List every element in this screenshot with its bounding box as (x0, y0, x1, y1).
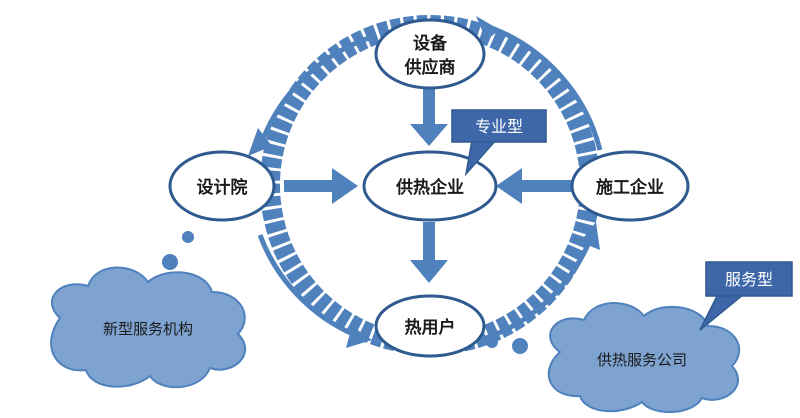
callout-label-professional: 专业型 (475, 117, 523, 136)
ring-arrow-bottom-left (257, 234, 356, 338)
node-label-heating-enterprise: 供热企业 (395, 177, 464, 198)
node-label-supplier-line1: 设备 (413, 33, 448, 54)
node-heat-user: 热用户 (374, 294, 486, 358)
cloud-label-heating-service-company: 供热服务公司 (597, 351, 687, 369)
bubble-dot (486, 336, 498, 348)
bubble-dot (162, 254, 178, 270)
node-equipment-supplier: 设备 供应商 (374, 18, 486, 90)
arrow-designer-to-heating (284, 180, 334, 192)
arrow-construction-to-heating (520, 180, 576, 192)
arrowhead-construction-to-heating (496, 168, 522, 204)
node-label-construction: 施工企业 (596, 177, 664, 198)
arrowhead-supplier-to-heating (410, 124, 448, 146)
node-label-supplier-line2: 供应商 (404, 57, 456, 78)
ring-arrowhead-top-left (248, 128, 272, 156)
ring-arrowhead-top-right (476, 16, 500, 40)
ring-arrowhead-bottom-right (580, 222, 600, 250)
node-construction-enterprise: 施工企业 (570, 150, 690, 222)
arrow-supplier-to-heating (423, 88, 435, 126)
node-heating-enterprise: 供热企业 (362, 150, 498, 222)
callout-professional-type: 专业型 (451, 109, 547, 177)
callout-label-service: 服务型 (725, 270, 773, 289)
node-label-designer: 设计院 (197, 177, 248, 198)
bubble-dot (512, 338, 528, 354)
ring-arrow-top-left (259, 33, 376, 143)
node-design-institute: 设计院 (168, 150, 276, 222)
cloud-new-service-org: 新型服务机构 (50, 266, 246, 389)
arrow-heating-to-user (423, 222, 435, 262)
ring-arrow-top-right (479, 21, 603, 151)
arrowhead-heating-to-user (410, 260, 448, 283)
bubble-dot (182, 231, 194, 243)
callout-service-type: 服务型 (699, 261, 793, 331)
arrowhead-designer-to-heating (332, 168, 358, 204)
node-label-heat-user: 热用户 (405, 317, 456, 338)
cloud-heating-service-company: 供热服务公司 (547, 302, 741, 414)
ring-arrowhead-bottom-left (346, 326, 372, 348)
cloud-label-new-service-org: 新型服务机构 (103, 320, 193, 338)
ring-arrow-bottom-right (479, 239, 593, 343)
